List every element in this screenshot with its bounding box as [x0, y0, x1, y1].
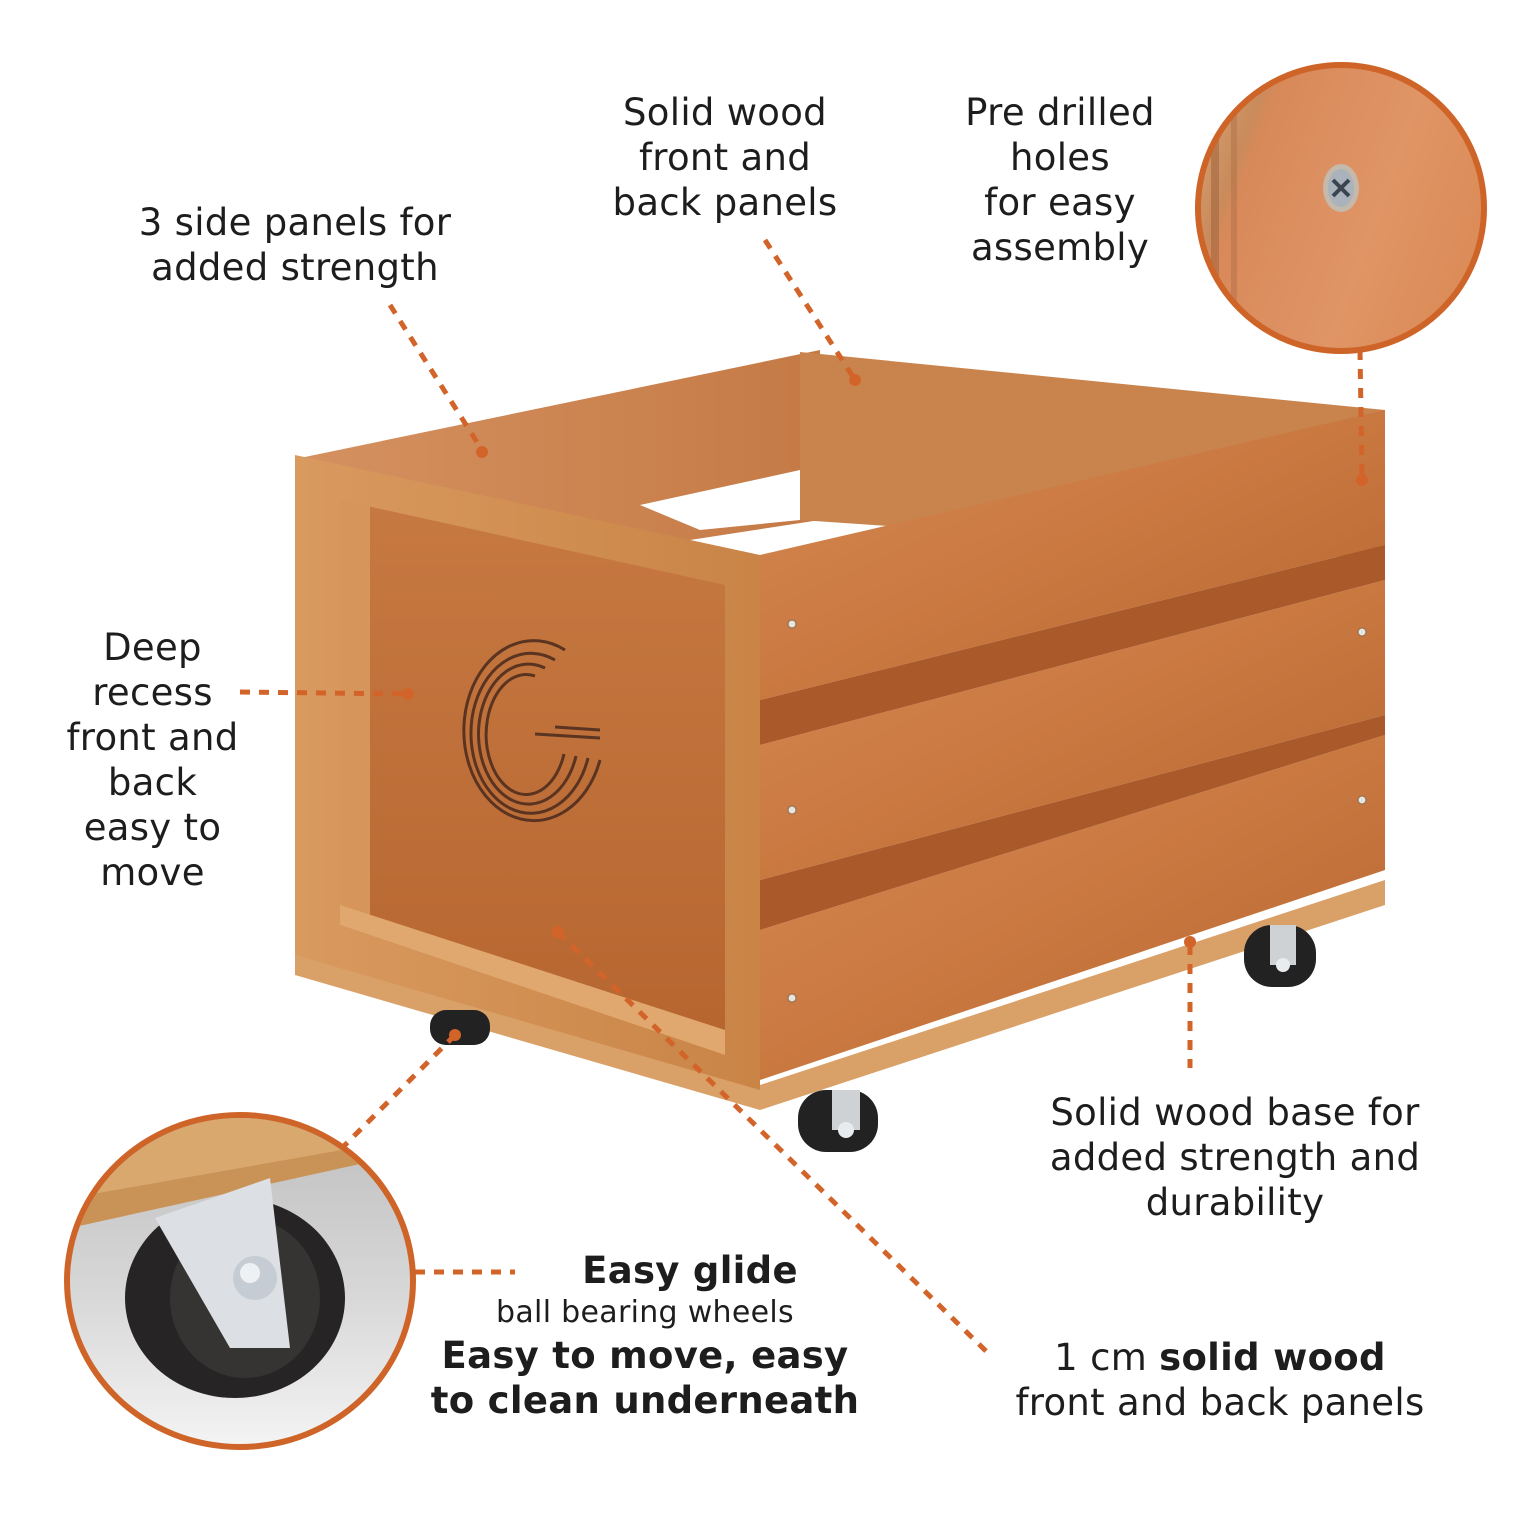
thickness-material: solid wood [1159, 1336, 1386, 1379]
callout-line: Solid wood [623, 91, 827, 134]
callout-title: Easy glide [582, 1249, 798, 1292]
callout-line: back [107, 761, 198, 804]
callout-leader-lines [239, 238, 1365, 1357]
callout-line: Deep [103, 626, 202, 669]
callout-line: to clean underneath [430, 1379, 860, 1422]
callout-line: back panels [612, 181, 838, 224]
callout-line: assembly [970, 226, 1150, 269]
callout-line: 3 side panels for [138, 201, 452, 244]
front-panel-recess [340, 500, 725, 1055]
callout-line: added strength [151, 246, 439, 289]
callout-pre-drilled: Pre drilled holes for easy assembly [930, 90, 1190, 270]
callout-line: 1 cm solid wood [970, 1335, 1470, 1380]
callout-front-back-panels: Solid wood front and back panels [575, 90, 875, 225]
detail-circle-wheel [64, 1112, 416, 1450]
side-slat-middle [760, 580, 1385, 880]
callout-line: holes [1010, 136, 1110, 179]
callout-line: for easy [984, 181, 1136, 224]
callout-line: front and [638, 136, 812, 179]
logo-g-icon [462, 639, 602, 823]
side-slat-bottom [760, 735, 1385, 1080]
callout-line: Pre drilled [965, 91, 1155, 134]
side-slat-top [760, 410, 1385, 700]
callout-line: Solid wood base for [1050, 1091, 1420, 1134]
callout-line: durability [1145, 1181, 1325, 1224]
callout-subtitle: ball bearing wheels [496, 1295, 794, 1330]
callout-line: front and [66, 716, 239, 759]
callout-line: easy to [83, 806, 222, 849]
callout-line: front and back panels [1015, 1381, 1425, 1424]
callout-wheels: Easy glide ball bearing wheels Easy to m… [405, 1248, 885, 1423]
callout-line: Easy to move, easy [441, 1334, 849, 1377]
callout-deep-recess: Deep recess front and back easy to move [40, 625, 265, 895]
screw-icon [1323, 164, 1359, 212]
callout-line: added strength and [1049, 1136, 1421, 1179]
caster-wheel-icon [125, 1178, 345, 1398]
detail-circle-screw [1195, 62, 1487, 354]
callout-line: recess [92, 671, 213, 714]
thickness-value: 1 cm [1054, 1336, 1148, 1379]
callout-thickness: 1 cm solid wood front and back panels [970, 1335, 1470, 1425]
callout-base: Solid wood base for added strength and d… [1000, 1090, 1470, 1225]
callout-line: move [100, 851, 205, 894]
callout-side-panels: 3 side panels for added strength [95, 200, 495, 290]
crate-base [295, 880, 1385, 1110]
caster-wheels [430, 925, 1316, 1152]
